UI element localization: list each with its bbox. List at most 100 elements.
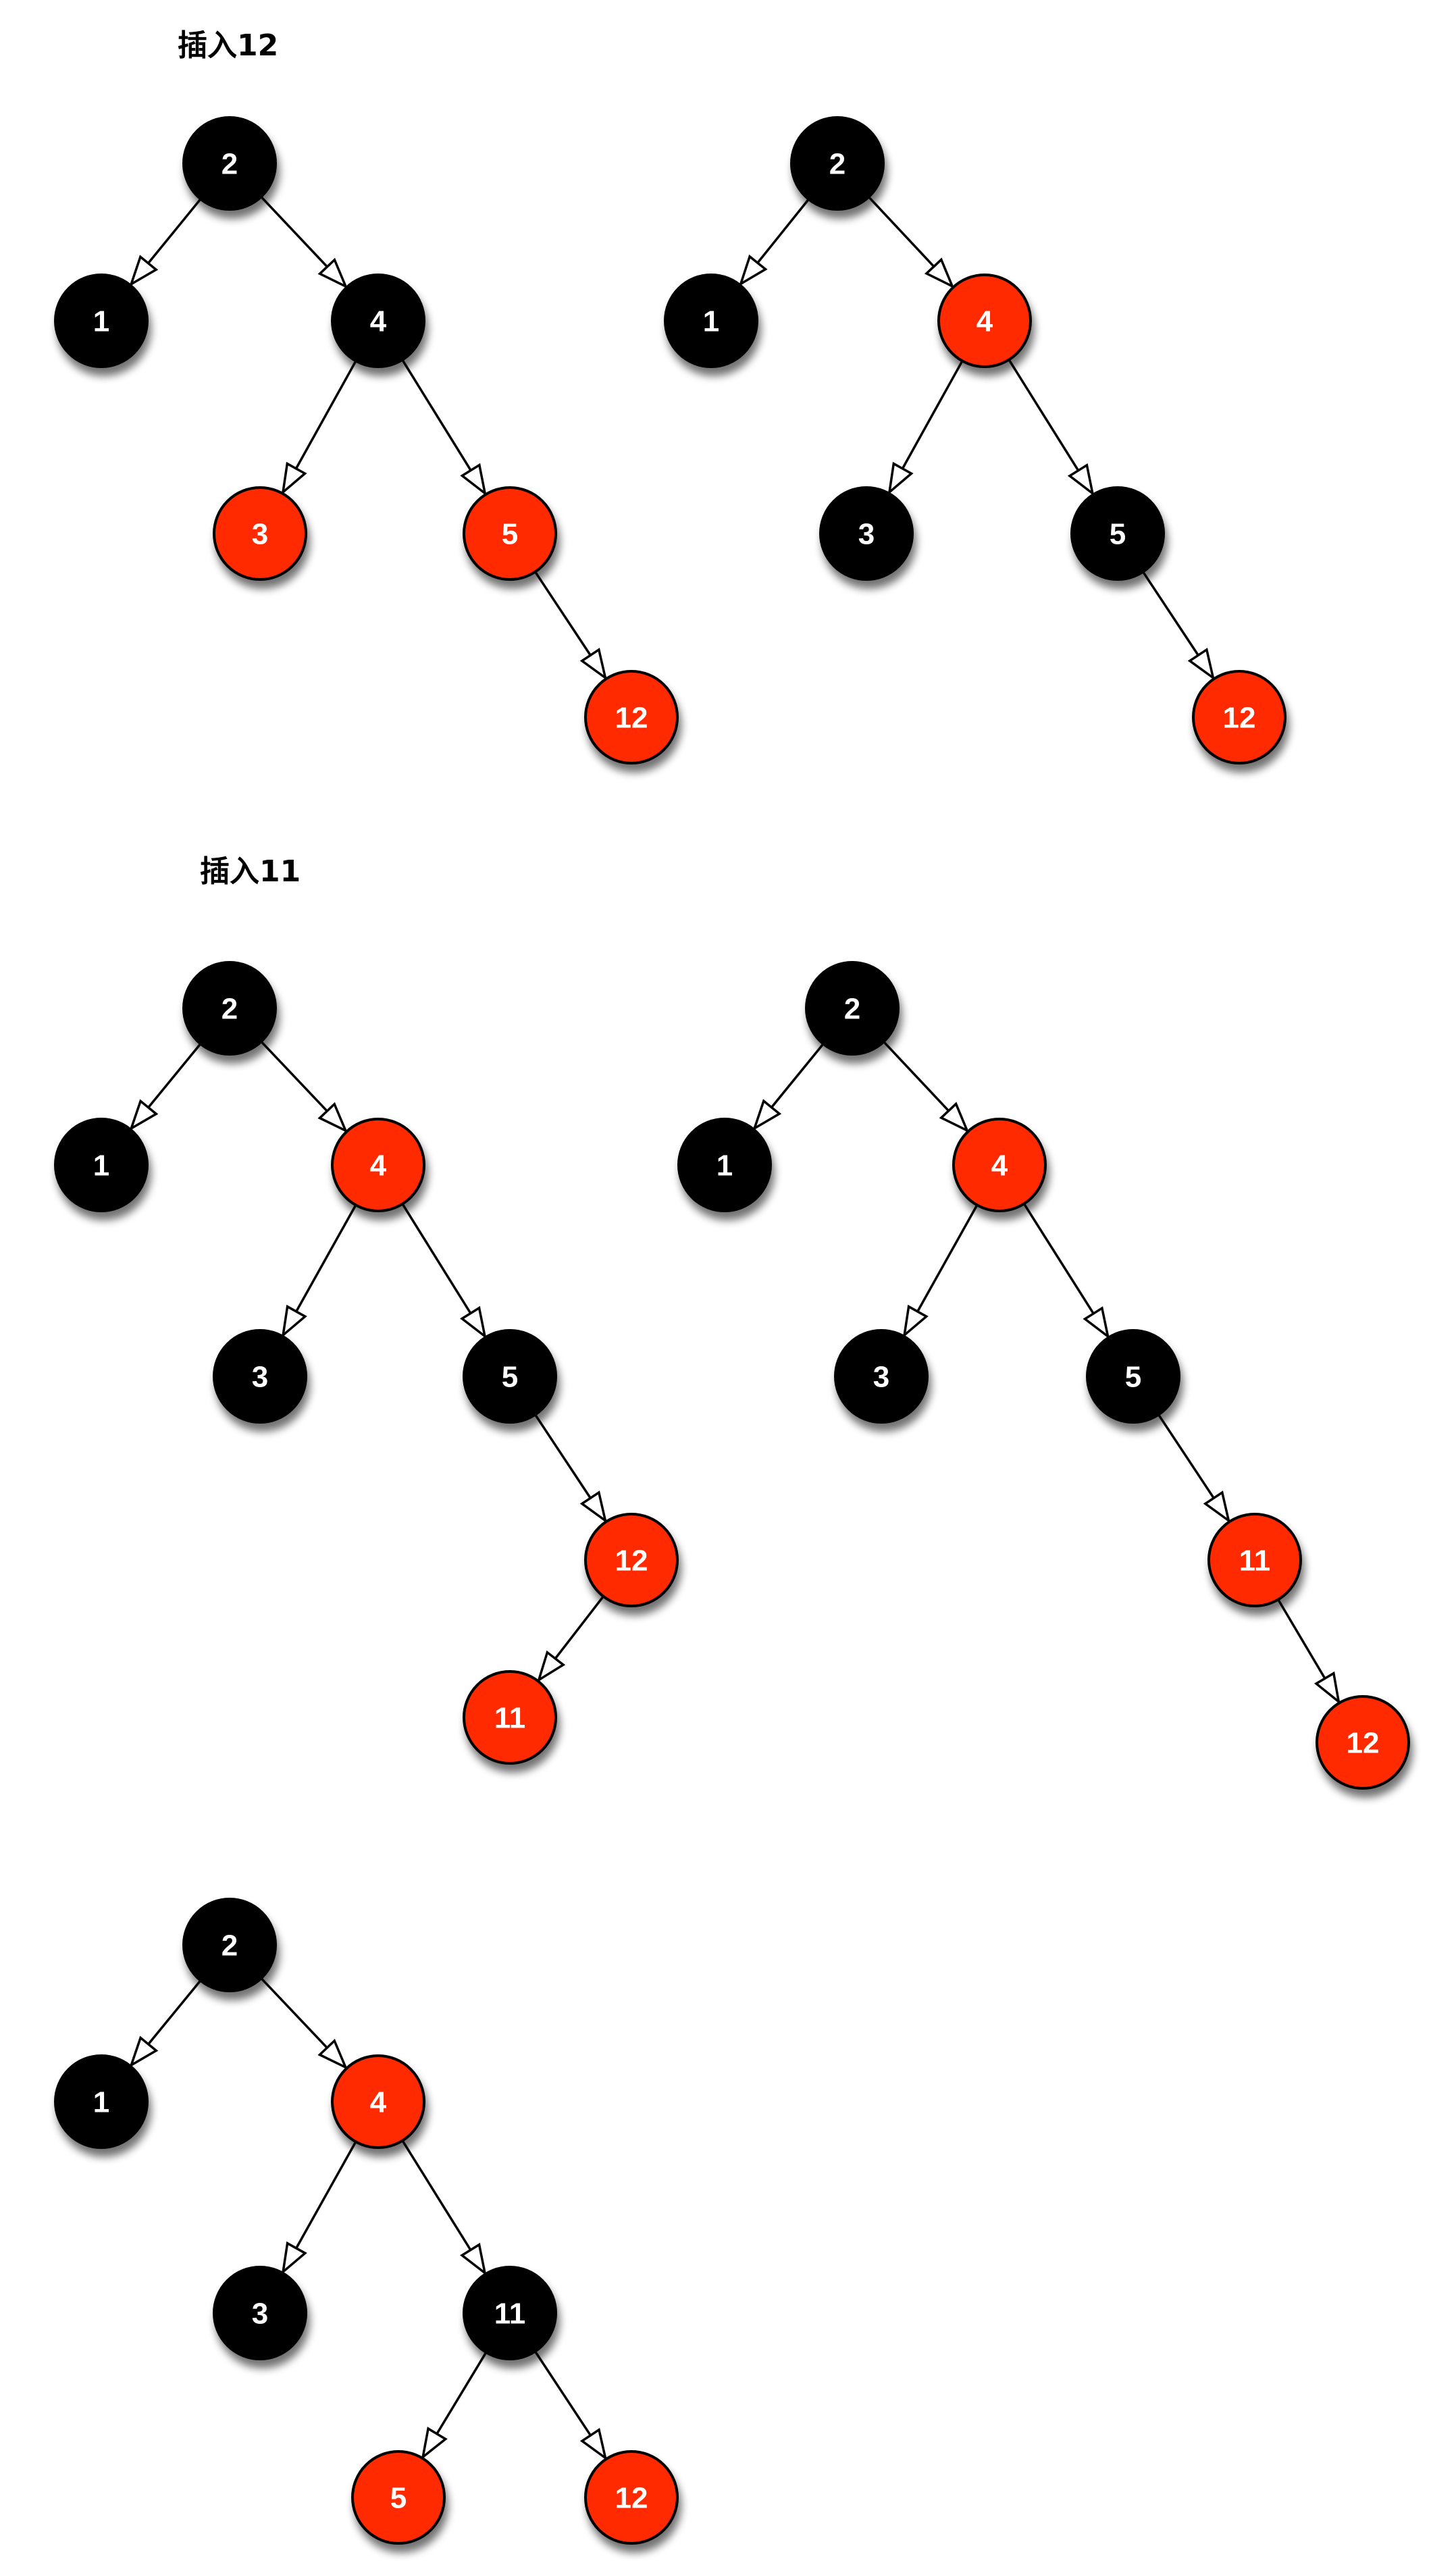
tree-node-11: 11 (463, 2266, 557, 2360)
arrowhead-icon (579, 648, 608, 681)
edge-line (260, 1977, 328, 2049)
node-label: 4 (991, 1149, 1008, 1183)
edge-line (1142, 571, 1199, 656)
node-circle-red (584, 1513, 679, 1607)
node-circle-red (1207, 1513, 1302, 1607)
node-circle-red (463, 1670, 557, 1765)
node-circle-red (1316, 1695, 1410, 1790)
node-circle-black (790, 116, 885, 211)
tree-node-5: 5 (351, 2450, 446, 2545)
node-label: 1 (93, 305, 109, 338)
edge-2-to-4 (260, 1977, 348, 2070)
arrowhead-icon (1187, 648, 1216, 681)
arrowhead-icon (924, 257, 955, 289)
edge-11-to-5 (421, 2352, 488, 2460)
tree-node-3: 3 (213, 1329, 307, 1424)
tree-4 (752, 1041, 1341, 1705)
arrowhead-icon (129, 255, 159, 287)
tree-node-4: 4 (331, 274, 425, 368)
node-label: 12 (615, 1545, 648, 1578)
edge-2-to-4 (260, 196, 348, 289)
tree-node-2: 2 (790, 116, 885, 211)
arrowhead-icon (1203, 1490, 1231, 1524)
section-title-insert-12: 插入12 (178, 28, 278, 63)
section-title-insert-11: 插入11 (200, 854, 301, 889)
arrowhead-icon (129, 1099, 159, 1131)
tree-node-5: 5 (1086, 1329, 1180, 1424)
tree-1 (129, 196, 608, 681)
edge-5-to-12 (1142, 571, 1216, 681)
edge-line (260, 1041, 328, 1112)
tree-node-3: 3 (213, 2266, 307, 2360)
edge-line (401, 1203, 472, 1314)
node-label: 12 (615, 702, 648, 735)
node-label: 1 (703, 305, 719, 338)
node-label: 4 (977, 305, 993, 338)
edge-line (147, 1979, 202, 2046)
arrowhead-icon (317, 257, 348, 289)
arrowhead-icon (460, 463, 487, 496)
edge-5-to-12 (534, 571, 608, 681)
arrowhead-icon (1083, 1306, 1110, 1340)
tree-node-5: 5 (463, 486, 557, 581)
edge-5-to-12 (534, 1413, 608, 1524)
node-circle-black (182, 1898, 277, 1992)
tree-node-5: 5 (1070, 486, 1165, 581)
node-label: 3 (252, 518, 268, 551)
node-circle-red (351, 2450, 446, 2545)
arrowhead-icon (579, 1490, 608, 1524)
node-circle-red (937, 274, 1032, 368)
tree-5 (129, 1977, 608, 2461)
node-circle-black (805, 961, 900, 1056)
arrowhead-icon (536, 1650, 566, 1683)
edge-line (295, 1204, 357, 1312)
node-circle-black (54, 1118, 149, 1212)
tree-2 (738, 196, 1216, 681)
edge-line (294, 360, 357, 469)
node-circle-black (213, 2266, 307, 2360)
node-label: 2 (829, 148, 846, 181)
edge-4-to-5 (401, 359, 487, 496)
edge-2-to-1 (129, 1979, 202, 2068)
node-circle-black (463, 1329, 557, 1424)
node-label: 3 (858, 518, 875, 551)
edge-4-to-3 (281, 2141, 357, 2275)
node-circle-black (54, 2054, 149, 2149)
tree-node-5: 5 (463, 1329, 557, 1424)
node-circle-black (834, 1329, 929, 1424)
node-circle-red (584, 670, 679, 764)
node-label: 3 (873, 1361, 889, 1394)
arrowhead-icon (887, 461, 914, 496)
node-circle-black (182, 116, 277, 211)
tree-node-12: 12 (584, 1513, 679, 1607)
node-circle-black (819, 486, 914, 581)
arrowhead-icon (902, 1304, 929, 1339)
edge-line (1008, 359, 1080, 471)
edge-2-to-1 (129, 1043, 202, 1131)
edge-2-to-1 (752, 1043, 825, 1131)
node-label: 5 (1110, 518, 1126, 551)
edge-4-to-5 (1022, 1203, 1110, 1340)
node-label: 5 (390, 2482, 407, 2515)
edge-2-to-4 (868, 196, 955, 289)
node-circle-red (952, 1118, 1047, 1212)
tree-node-1: 1 (677, 1118, 772, 1212)
edge-line (295, 2141, 357, 2249)
edge-line (554, 1595, 604, 1660)
arrowhead-icon (281, 1304, 307, 1339)
node-label: 11 (494, 2298, 526, 2331)
node-circle-red (584, 2450, 679, 2545)
node-circle-black (1070, 486, 1165, 581)
tree-node-1: 1 (54, 2054, 149, 2149)
edge-line (1158, 1413, 1215, 1499)
tree-node-1: 1 (664, 274, 758, 368)
node-label: 1 (93, 1149, 109, 1183)
node-label: 5 (1125, 1361, 1141, 1394)
